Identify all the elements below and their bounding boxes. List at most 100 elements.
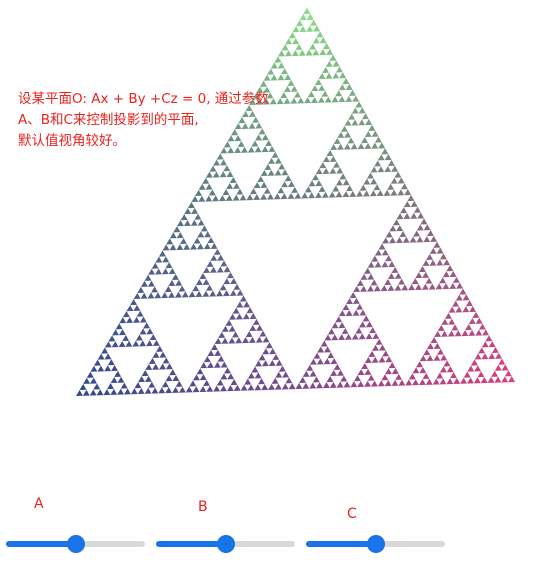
fractal-hole bbox=[222, 194, 230, 201]
fractal-hole bbox=[156, 351, 163, 358]
description-text: 设某平面O: Ax + By +Cz = 0, 通过参数 A、B和C来控制投影到… bbox=[18, 89, 288, 152]
fractal-hole bbox=[418, 271, 426, 278]
fractal-hole bbox=[258, 134, 266, 141]
fractal-hole bbox=[299, 382, 306, 389]
slider-a[interactable] bbox=[6, 534, 145, 554]
fractal-hole bbox=[249, 193, 257, 201]
fractal-hole bbox=[315, 173, 344, 198]
fractal-hole bbox=[331, 327, 346, 341]
fractal-hole bbox=[268, 163, 282, 176]
sierpinski-triangle bbox=[76, 8, 515, 396]
fractal-hole bbox=[472, 317, 480, 324]
fractal-hole bbox=[433, 247, 441, 254]
fractal-hole bbox=[265, 145, 272, 152]
fractal-hole bbox=[353, 380, 361, 388]
fractal-hole bbox=[239, 301, 247, 308]
fractal-hole bbox=[422, 265, 450, 290]
fractal-hole bbox=[194, 219, 202, 226]
fractal-hole bbox=[175, 386, 183, 393]
fractal-hole bbox=[430, 342, 438, 349]
fractal-hole bbox=[312, 180, 319, 187]
fractal-hole bbox=[258, 360, 266, 367]
fractal-hole bbox=[79, 389, 87, 396]
fractal-hole bbox=[165, 268, 173, 275]
fractal-hole bbox=[260, 86, 267, 93]
fractal-hole bbox=[266, 98, 274, 105]
fractal-hole bbox=[322, 72, 330, 79]
fractal-hole bbox=[200, 367, 228, 392]
fractal-hole bbox=[385, 261, 392, 268]
fractal-hole bbox=[221, 331, 236, 344]
fractal-hole bbox=[220, 266, 228, 273]
fractal-hole bbox=[244, 384, 252, 391]
fractal-hole bbox=[141, 375, 149, 382]
fractal-hole bbox=[321, 96, 329, 103]
fractal-hole bbox=[274, 62, 282, 69]
fractal-hole bbox=[374, 166, 382, 173]
fractal-hole bbox=[322, 161, 337, 174]
fractal-hole bbox=[229, 318, 257, 344]
fractal-hole bbox=[399, 236, 407, 243]
fractal-hole bbox=[362, 321, 370, 328]
fractal-hole bbox=[231, 337, 239, 344]
fractal-hole bbox=[144, 280, 152, 287]
fractal-hole bbox=[491, 376, 499, 383]
fractal-hole bbox=[108, 341, 116, 348]
fractal-hole bbox=[439, 283, 447, 290]
fractal-hole bbox=[148, 387, 156, 394]
fractal-hole bbox=[327, 334, 335, 341]
slider-b[interactable] bbox=[156, 534, 295, 554]
fractal-hole bbox=[104, 345, 160, 395]
fractal-hole bbox=[295, 49, 303, 56]
fractal-hole bbox=[202, 183, 210, 190]
fractal-hole bbox=[314, 84, 322, 91]
fractal-hole bbox=[280, 97, 288, 104]
fractal-hole bbox=[281, 50, 289, 57]
fractal-hole bbox=[260, 175, 289, 200]
fractal-hole bbox=[267, 74, 275, 81]
fractal-hole bbox=[387, 189, 395, 196]
slider-thumb[interactable] bbox=[66, 535, 85, 553]
fractal-hole bbox=[312, 43, 327, 56]
fractal-hole bbox=[332, 191, 340, 198]
fractal-hole bbox=[413, 236, 421, 243]
fractal-hole bbox=[437, 354, 444, 361]
fractal-hole bbox=[133, 295, 244, 393]
fractal-hole bbox=[381, 380, 389, 387]
fractal-hole bbox=[209, 171, 217, 178]
fractal-hole bbox=[367, 266, 396, 292]
fractal-hole bbox=[375, 344, 383, 351]
fractal-hole bbox=[210, 260, 224, 273]
fractal-hole bbox=[468, 323, 483, 336]
fractal-hole bbox=[400, 189, 408, 196]
fractal-hole bbox=[251, 372, 259, 379]
fractal-hole bbox=[151, 292, 158, 299]
fractal-hole bbox=[494, 370, 509, 383]
fractal-hole bbox=[426, 235, 434, 242]
slider-c[interactable] bbox=[306, 534, 445, 554]
fractal-hole bbox=[126, 310, 141, 323]
fractal-hole bbox=[344, 124, 372, 150]
fractal-hole bbox=[122, 340, 130, 347]
fractal-hole bbox=[333, 167, 340, 174]
fractal-hole bbox=[224, 373, 231, 380]
fractal-hole bbox=[110, 382, 125, 395]
fractal-hole bbox=[312, 382, 320, 389]
slider-thumb[interactable] bbox=[366, 535, 385, 553]
fractal-hole bbox=[288, 38, 296, 45]
fractal-hole bbox=[302, 376, 317, 389]
fractal-hole bbox=[340, 131, 348, 138]
fractal-hole bbox=[192, 379, 207, 393]
fractal-hole bbox=[262, 353, 276, 367]
fractal-hole bbox=[395, 379, 402, 386]
fractal-hole bbox=[200, 231, 208, 238]
fractal-hole bbox=[465, 306, 473, 313]
fractal-hole bbox=[355, 333, 363, 340]
fractal-hole bbox=[180, 219, 188, 227]
fractal-hole bbox=[311, 90, 326, 103]
fractal-hole bbox=[335, 322, 343, 329]
fractal-hole bbox=[392, 225, 400, 232]
fractal-hole bbox=[474, 358, 502, 383]
slider-thumb[interactable] bbox=[216, 535, 235, 553]
slider-fill bbox=[156, 541, 226, 547]
